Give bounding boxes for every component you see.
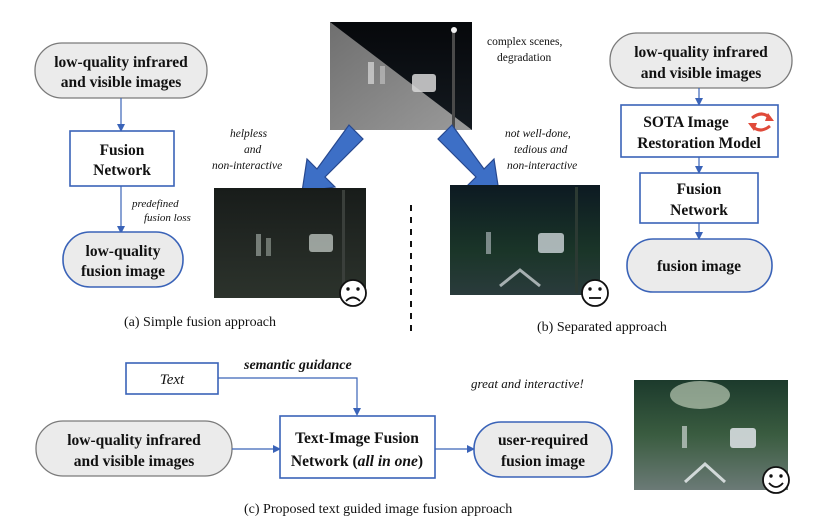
panel-a-output-line-1: low-quality xyxy=(86,243,161,260)
panel-a-network-line-2: Network xyxy=(93,162,151,179)
panel-c-network-line-2-start: Network ( xyxy=(291,453,358,470)
panel-b-input-pill: low-quality infrared and visible images xyxy=(609,32,793,89)
panel-b-note-line-1: not well-done, xyxy=(505,128,571,140)
panel-b-fused-image xyxy=(450,185,600,295)
panel-b-network-line-1: Fusion xyxy=(677,181,722,198)
panel-c-note: great and interactive! xyxy=(471,376,584,391)
happy-face-icon xyxy=(762,466,790,494)
panel-c-guidance-arrow xyxy=(218,377,361,416)
panel-c-output-pill: user-required fusion image xyxy=(473,421,613,478)
panel-c-output-line-2: fusion image xyxy=(501,453,585,470)
panel-c-input-pill: low-quality infrared and visible images xyxy=(35,420,233,477)
panel-a-input-line-1: low-quality infrared xyxy=(54,54,188,71)
panel-b-input-line-1: low-quality infrared xyxy=(634,44,768,61)
neutral-face-icon xyxy=(581,279,609,307)
panel-a-output-pill: low-quality fusion image xyxy=(62,231,184,288)
panel-a-loss-line-1: predefined xyxy=(131,198,179,210)
panel-c-input-line-2: and visible images xyxy=(74,453,195,470)
sad-face-icon xyxy=(339,279,367,307)
panel-a-fused-image xyxy=(214,188,366,298)
panel-b-restoration-line-2: Restoration Model xyxy=(637,135,761,152)
panel-a-input-pill: low-quality infrared and visible images xyxy=(34,42,208,99)
panel-c-caption: (c) Proposed text guided image fusion ap… xyxy=(244,502,512,517)
panel-b-restoration-box: SOTA Image Restoration Model xyxy=(620,104,779,158)
panel-b-note-line-2: tedious and xyxy=(514,144,568,156)
panel-c-text-label: Text xyxy=(160,372,185,388)
panel-a-fusion-network-box: Fusion Network xyxy=(69,130,175,187)
panel-a-network-line-1: Fusion xyxy=(100,142,145,159)
panel-b-caption: (b) Separated approach xyxy=(537,320,667,335)
panel-a-caption: (a) Simple fusion approach xyxy=(124,315,276,330)
panel-c-guidance-label: semantic guidance xyxy=(243,358,352,373)
panel-b-input-line-2: and visible images xyxy=(641,65,762,82)
refresh-arrows-icon xyxy=(748,112,774,132)
panel-a-loss-line-2: fusion loss xyxy=(144,212,191,224)
blue-down-arrow-icon-left xyxy=(301,124,364,193)
panel-c-network-line-1: Text-Image Fusion xyxy=(295,430,419,447)
panel-c-network-line-2-end: ) xyxy=(418,453,423,470)
panel-b-network-line-2: Network xyxy=(670,202,728,219)
panel-c-network-line-2-italic: all in one xyxy=(358,453,418,470)
source-image xyxy=(330,22,472,130)
panel-a-note-line-3: non-interactive xyxy=(212,160,282,172)
panel-c-text-box: Text xyxy=(125,362,219,395)
panel-b-fusion-network-box: Fusion Network xyxy=(639,172,759,224)
panel-a-note-line-1: helpless xyxy=(230,128,268,140)
panel-a-note-line-2: and xyxy=(244,144,262,156)
panel-c-fusion-network-box: Text-Image Fusion Network (all in one) xyxy=(279,415,436,479)
source-caption-line-1: complex scenes, xyxy=(487,36,562,48)
panel-c-network-line-2: Network (all in one) xyxy=(291,453,423,470)
panel-c-input-line-1: low-quality infrared xyxy=(67,432,201,449)
panel-b-output-pill: fusion image xyxy=(626,238,773,293)
panel-c-fused-image xyxy=(634,380,788,490)
panel-b-note-line-3: non-interactive xyxy=(507,160,577,172)
source-caption-line-2: degradation xyxy=(497,52,552,64)
panel-a-output-line-2: fusion image xyxy=(81,263,165,280)
panel-a-input-line-2: and visible images xyxy=(61,74,182,91)
blue-down-arrow-icon-right xyxy=(437,124,500,193)
panel-b-output: fusion image xyxy=(657,258,741,275)
panel-c-output-line-1: user-required xyxy=(498,432,589,449)
panel-b-restoration-line-1: SOTA Image xyxy=(643,114,729,131)
